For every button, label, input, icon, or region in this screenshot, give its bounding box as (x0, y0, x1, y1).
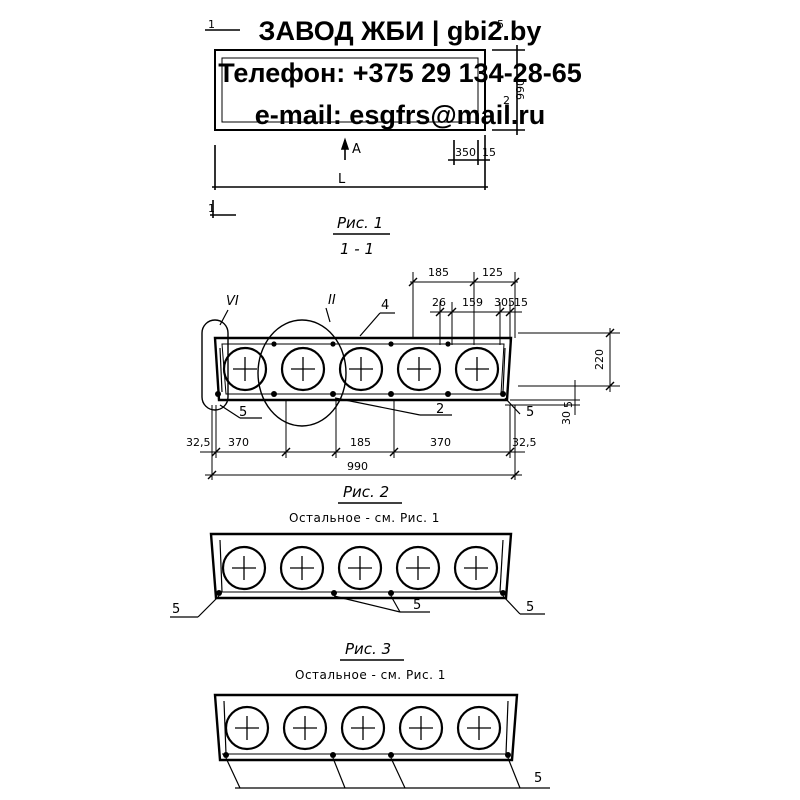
fig3-cross-section (213, 693, 519, 762)
fig3-note: Остальное - см. Рис. 1 (295, 668, 446, 682)
dim-305: 305 (494, 296, 515, 309)
dim-220: 220 (593, 349, 606, 370)
fig2-note: Остальное - см. Рис. 1 (289, 511, 440, 525)
fig1-rebar-points (215, 341, 506, 397)
dim-30: 30 (560, 411, 573, 425)
dim-350: 350 (455, 146, 476, 159)
section-mark-top: 1 (208, 18, 215, 31)
fig2-pos5-mid: 5 (413, 598, 421, 613)
fig1-pos2: 2 (436, 402, 444, 417)
view-mark: А (352, 142, 361, 157)
dim-990-total: 990 (347, 460, 368, 473)
node-ii-label: II (328, 293, 336, 308)
length-mark: L (338, 172, 346, 187)
dim-15: 15 (482, 146, 496, 159)
fig2-pos5-right: 5 (526, 600, 534, 615)
dim-159: 159 (462, 296, 483, 309)
fig3-leaders (225, 757, 550, 789)
fig1-section-label: 1 - 1 (340, 240, 374, 258)
dim-5: 5 (562, 401, 575, 408)
fig1-pos4: 4 (381, 298, 389, 313)
dim-185-top: 185 (428, 266, 449, 279)
header-phone: Телефон: +375 29 134-28-65 (218, 58, 582, 88)
fig1-leaders (219, 307, 521, 419)
dim-15-top: 15 (514, 296, 528, 309)
dim-32-5-right: 32,5 (512, 436, 537, 449)
fig1-pos5-left: 5 (239, 405, 247, 420)
fig3-pos5: 5 (534, 771, 542, 786)
dim-125: 125 (482, 266, 503, 279)
dim-370-right: 370 (430, 436, 451, 449)
header-email: e-mail: esgfrs@mail.ru (255, 100, 545, 130)
height-dim-990: 990 (514, 79, 527, 100)
fig1-bottom-dimensions (200, 400, 525, 480)
fig3-rebar-points (223, 752, 511, 758)
fig3-caption: Рис. 3 (345, 640, 391, 658)
top-callout-5: 5 (497, 18, 504, 31)
fig2-pos5-left: 5 (172, 602, 180, 617)
top-callout-2: 2 (503, 94, 510, 107)
dim-32-5-left: 32,5 (186, 436, 211, 449)
fig1-cross-section (201, 319, 513, 427)
section-mark-bottom: 1 (208, 202, 215, 215)
dim-370-left: 370 (228, 436, 249, 449)
fig2-cross-section (209, 532, 513, 600)
fig1-pos5-right: 5 (526, 405, 534, 420)
top-view (205, 29, 525, 218)
fig1-caption: Рис. 1 (337, 214, 383, 232)
fig2-rebar-points (216, 590, 506, 596)
fig2-caption: Рис. 2 (343, 483, 389, 501)
dim-185-bottom: 185 (350, 436, 371, 449)
dim-26: 26 (432, 296, 446, 309)
fig1-top-dimensions (410, 272, 620, 415)
fig2-leaders (170, 595, 545, 618)
header-title: ЗАВОД ЖБИ | gbi2.by (259, 16, 542, 46)
node-vi-label: VI (226, 294, 239, 309)
